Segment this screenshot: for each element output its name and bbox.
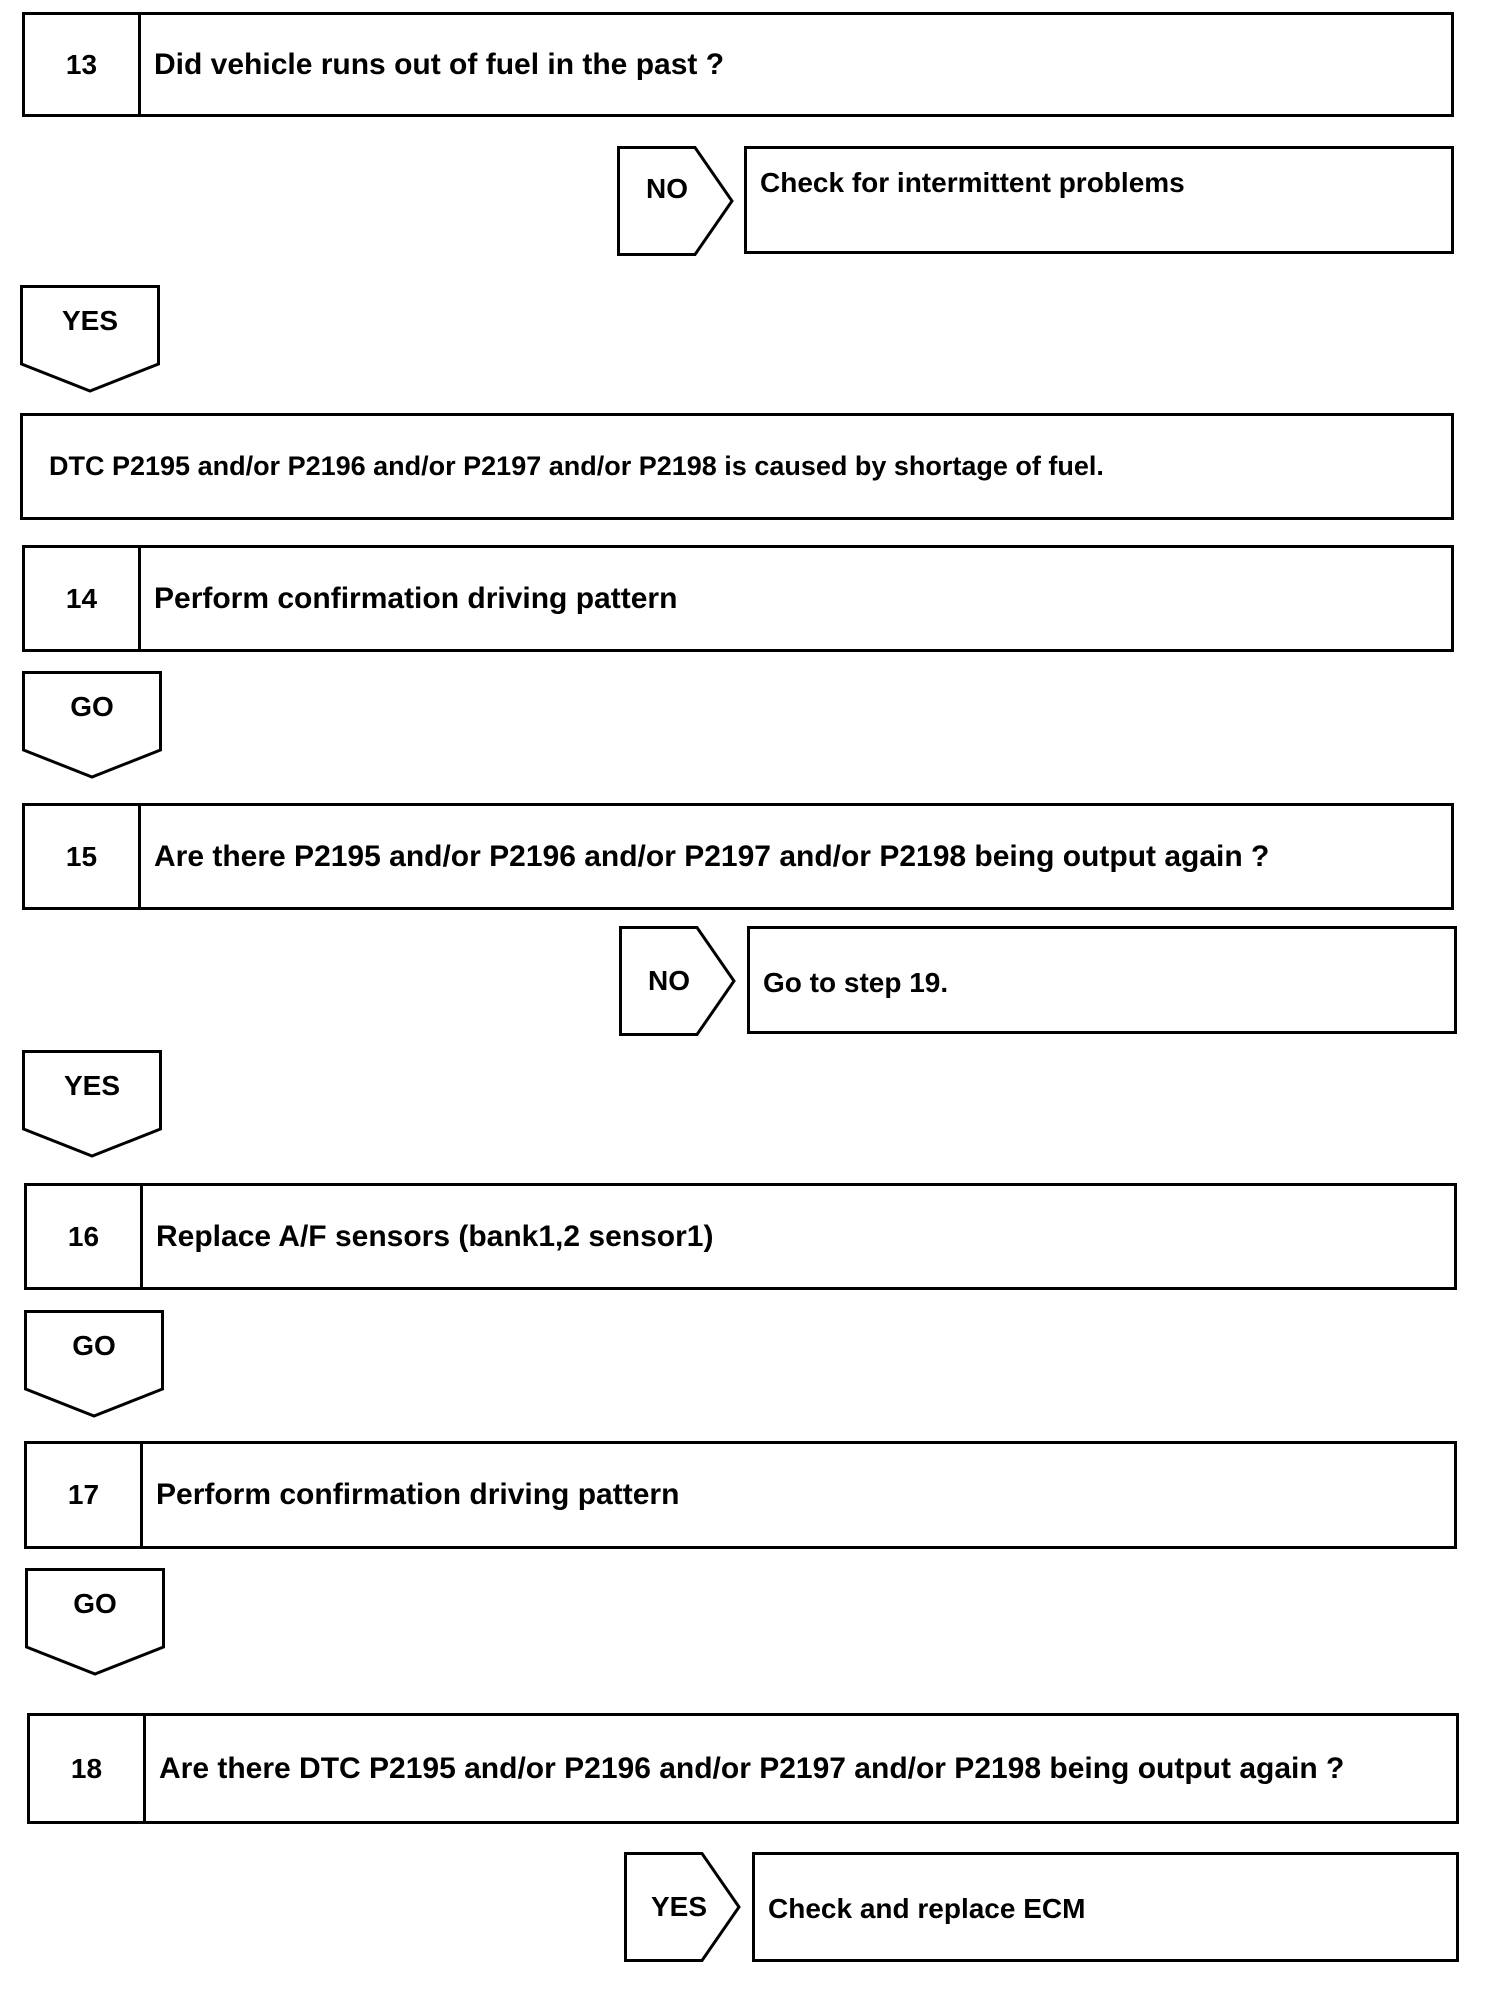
step-18-box: 18 Are there DTC P2195 and/or P2196 and/… (27, 1713, 1459, 1824)
step-text: Are there P2195 and/or P2196 and/or P219… (154, 839, 1270, 873)
step-17-box: 17 Perform confirmation driving pattern (24, 1441, 1457, 1549)
branch-result-box: Check and replace ECM (752, 1852, 1459, 1962)
step-14-box: 14 Perform confirmation driving pattern (22, 545, 1454, 652)
branch-result-box: Go to step 19. (747, 926, 1457, 1034)
arrow-label: GO (73, 1588, 117, 1619)
go-down-arrow: GO (24, 1310, 164, 1418)
step-text: Perform confirmation driving pattern (156, 1478, 680, 1511)
step-number: 18 (30, 1716, 146, 1821)
step-text: Did vehicle runs out of fuel in the past… (154, 47, 725, 81)
arrow-label: YES (61, 305, 119, 336)
no-branch-arrow: NO (617, 146, 742, 256)
down-pentagon-arrow-icon (24, 1310, 164, 1418)
step-number: 15 (25, 806, 141, 907)
no-branch-arrow: NO (619, 926, 744, 1036)
step-number: 17 (27, 1444, 143, 1546)
down-pentagon-arrow-icon (22, 671, 162, 779)
down-pentagon-arrow-icon (22, 1050, 162, 1158)
go-down-arrow: GO (25, 1568, 165, 1676)
step-text: Perform confirmation driving pattern (154, 581, 678, 615)
arrow-label: YES (63, 1070, 121, 1101)
step-text: Replace A/F sensors (bank1,2 sensor1) (156, 1219, 714, 1253)
arrow-label: GO (70, 691, 114, 722)
step-16-box: 16 Replace A/F sensors (bank1,2 sensor1) (24, 1183, 1457, 1290)
yes-down-arrow: YES (22, 1050, 162, 1158)
step-number: 16 (27, 1186, 143, 1287)
step-number: 14 (25, 548, 141, 649)
go-down-arrow: GO (22, 671, 162, 779)
branch-label: YES (650, 1891, 708, 1922)
branch-label: NO (646, 173, 688, 204)
down-pentagon-arrow-icon (25, 1568, 165, 1676)
step-15-box: 15 Are there P2195 and/or P2196 and/or P… (22, 803, 1454, 910)
right-pentagon-arrow-icon (617, 146, 734, 256)
branch-label: NO (648, 965, 690, 996)
step-text: Are there DTC P2195 and/or P2196 and/or … (159, 1751, 1345, 1785)
right-pentagon-arrow-icon (619, 926, 736, 1036)
diagnosis-note: DTC P2195 and/or P2196 and/or P2197 and/… (20, 413, 1454, 520)
branch-result-box: Check for intermittent problems (744, 146, 1454, 254)
yes-branch-arrow: YES (624, 1852, 749, 1962)
right-pentagon-arrow-icon (624, 1852, 741, 1962)
step-number: 13 (25, 15, 141, 114)
yes-down-arrow: YES (20, 285, 160, 393)
step-13-box: 13 Did vehicle runs out of fuel in the p… (22, 12, 1454, 117)
arrow-label: GO (72, 1330, 116, 1361)
down-pentagon-arrow-icon (20, 285, 160, 393)
